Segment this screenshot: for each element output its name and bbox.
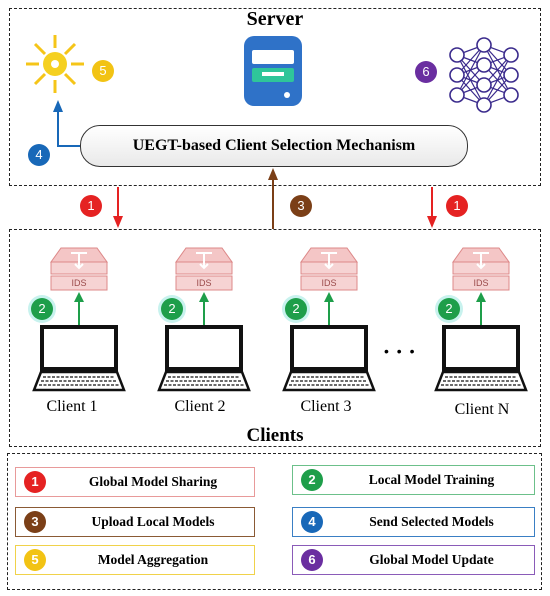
legend-badge-4: 4 bbox=[301, 511, 323, 533]
badge-upload: 3 bbox=[290, 195, 312, 217]
server-title: Server bbox=[246, 8, 304, 30]
global-share-arrow-left bbox=[113, 187, 123, 228]
badge-training-2: 2 bbox=[161, 298, 183, 320]
client-n bbox=[434, 247, 528, 392]
ids-device-icon-1 bbox=[50, 247, 108, 291]
ids-label-3: IDS bbox=[321, 278, 337, 288]
badge-aggregation: 5 bbox=[92, 60, 114, 82]
legend-label-2: Local Model Training bbox=[368, 472, 495, 487]
badge-update: 6 bbox=[415, 61, 437, 83]
legend-label-6: Global Model Update bbox=[369, 552, 494, 567]
legend-model-aggregation: 5 Model Aggregation bbox=[15, 545, 255, 575]
server-box bbox=[9, 8, 541, 186]
legend-box bbox=[7, 453, 542, 590]
legend-badge-3: 3 bbox=[24, 511, 46, 533]
client-label-2: Client 2 bbox=[174, 398, 226, 415]
client-label-n: Client N bbox=[454, 401, 510, 418]
badge-training-n: 2 bbox=[438, 298, 460, 320]
server-device-icon bbox=[244, 36, 302, 106]
legend-label-4: Send Selected Models bbox=[369, 514, 494, 529]
legend-badge-2: 2 bbox=[301, 469, 323, 491]
training-arrow-2 bbox=[199, 292, 209, 325]
badge-send-selected: 4 bbox=[28, 144, 50, 166]
legend-badge-1: 1 bbox=[24, 471, 46, 493]
legend-upload-local-models: 3 Upload Local Models bbox=[15, 507, 255, 537]
legend-label-1: Global Model Sharing bbox=[88, 474, 218, 489]
training-arrow-3 bbox=[324, 292, 334, 325]
legend-label-3: Upload Local Models bbox=[91, 514, 215, 529]
training-arrow-1 bbox=[74, 292, 84, 325]
ids-label-2: IDS bbox=[196, 278, 212, 288]
computer-icon-1 bbox=[32, 325, 126, 392]
legend-badge-6: 6 bbox=[301, 549, 323, 571]
ids-device-icon-3 bbox=[300, 247, 358, 291]
client-3 bbox=[282, 247, 376, 392]
clients-box bbox=[9, 229, 541, 447]
aggregation-icon bbox=[26, 35, 84, 93]
ids-device-icon-n bbox=[452, 247, 510, 291]
legend-global-model-update: 6 Global Model Update bbox=[292, 545, 535, 575]
client-label-1: Client 1 bbox=[46, 398, 98, 415]
upload-arrow bbox=[268, 168, 278, 229]
client-1 bbox=[32, 247, 126, 392]
badge-training-3: 2 bbox=[285, 298, 307, 320]
ids-label-n: IDS bbox=[473, 278, 489, 288]
legend-global-model-sharing: 1 Global Model Sharing bbox=[15, 467, 255, 497]
legend-send-selected-models: 4 Send Selected Models bbox=[292, 507, 535, 537]
computer-icon-2 bbox=[157, 325, 251, 392]
clients-ellipsis: • • • bbox=[384, 343, 417, 359]
global-share-arrow-right bbox=[427, 187, 437, 228]
computer-icon-3 bbox=[282, 325, 376, 392]
ids-device-icon-2 bbox=[175, 247, 233, 291]
legend-local-model-training: 2 Local Model Training bbox=[292, 465, 535, 495]
computer-icon-n bbox=[434, 325, 528, 392]
neural-network-icon bbox=[449, 37, 519, 113]
badge-training-1: 2 bbox=[31, 298, 53, 320]
training-arrow-n bbox=[476, 292, 486, 325]
legend-badge-5: 5 bbox=[24, 549, 46, 571]
send-selected-arrow bbox=[53, 100, 80, 147]
ids-label-1: IDS bbox=[71, 278, 87, 288]
client-2 bbox=[157, 247, 251, 392]
client-selection-mechanism: UEGT-based Client Selection Mechanism bbox=[80, 125, 468, 167]
legend-label-5: Model Aggregation bbox=[97, 552, 209, 567]
badge-global-share-left: 1 bbox=[80, 195, 102, 217]
clients-title: Clients bbox=[246, 425, 304, 446]
client-label-3: Client 3 bbox=[300, 398, 352, 415]
badge-global-share-right: 1 bbox=[446, 195, 468, 217]
